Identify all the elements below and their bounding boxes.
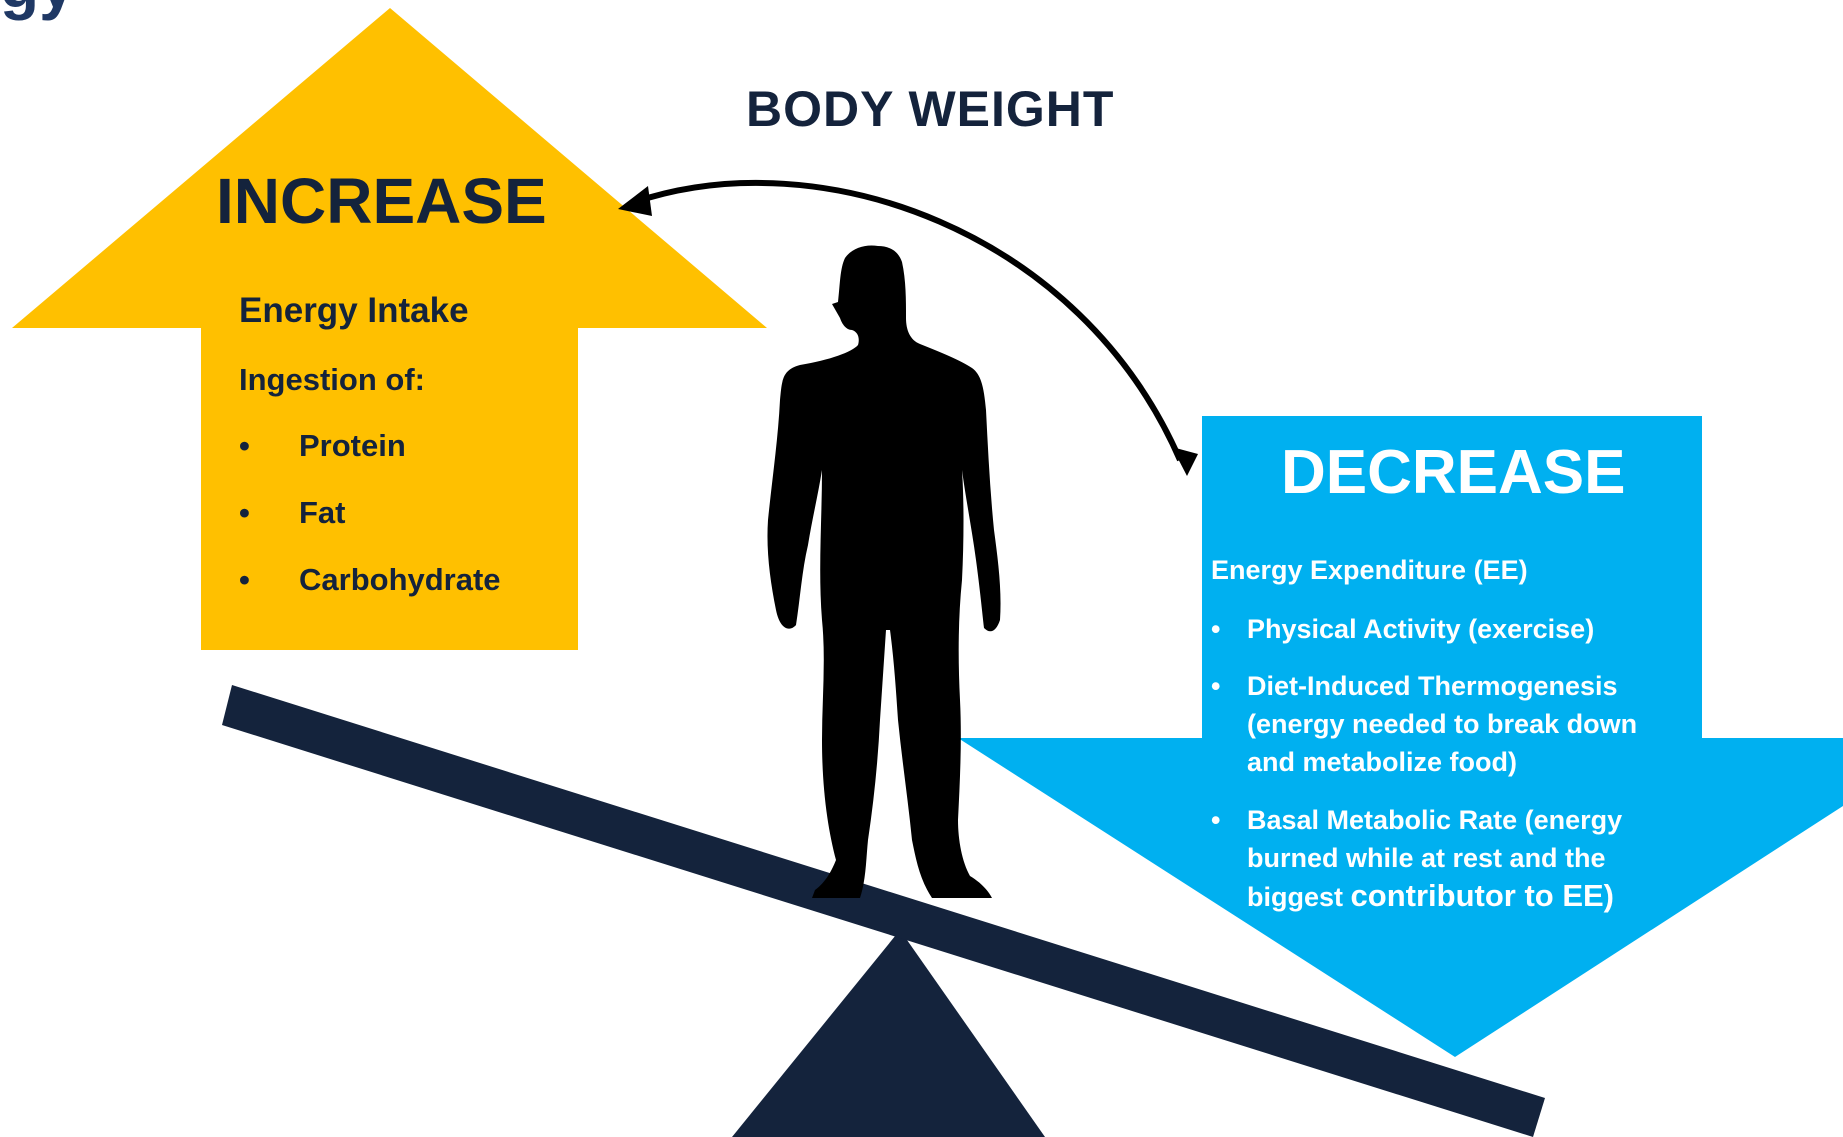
decrease-list-item: • Diet-Induced Thermogenesis (energy nee… <box>1211 667 1681 781</box>
heading-fragment: gy <box>0 0 75 17</box>
decrease-item-emphasis: contributor to EE) <box>1351 878 1614 913</box>
increase-list-item: •Protein <box>239 428 406 464</box>
bullet-icon: • <box>1211 801 1220 839</box>
increase-title: INCREASE <box>216 164 547 238</box>
body-weight-label: BODY WEIGHT <box>746 80 1114 138</box>
bullet-icon: • <box>1211 610 1220 648</box>
decrease-item-label: Physical Activity (exercise) <box>1247 610 1681 648</box>
bullet-icon: • <box>239 562 299 598</box>
decrease-list-item: • Basal Metabolic Rate (energy burned wh… <box>1211 801 1681 916</box>
decrease-item-text: Basal Metabolic Rate (energy burned whil… <box>1247 801 1681 916</box>
decrease-subtitle: Energy Expenditure (EE) <box>1211 555 1528 586</box>
decrease-item-label: Diet-Induced Thermogenesis (energy neede… <box>1247 667 1681 781</box>
person-silhouette-icon <box>767 246 1000 899</box>
increase-item-label: Protein <box>299 428 406 463</box>
bullet-icon: • <box>239 495 299 531</box>
increase-list-item: •Carbohydrate <box>239 562 501 598</box>
increase-item-label: Fat <box>299 495 346 530</box>
increase-subtitle: Energy Intake <box>239 291 469 331</box>
increase-item-label: Carbohydrate <box>299 562 501 597</box>
increase-list-item: •Fat <box>239 495 346 531</box>
increase-lead: Ingestion of: <box>239 362 425 398</box>
decrease-title: DECREASE <box>1281 437 1626 508</box>
decrease-list-item: • Physical Activity (exercise) <box>1211 610 1681 648</box>
bullet-icon: • <box>239 428 299 464</box>
bullet-icon: • <box>1211 667 1220 705</box>
